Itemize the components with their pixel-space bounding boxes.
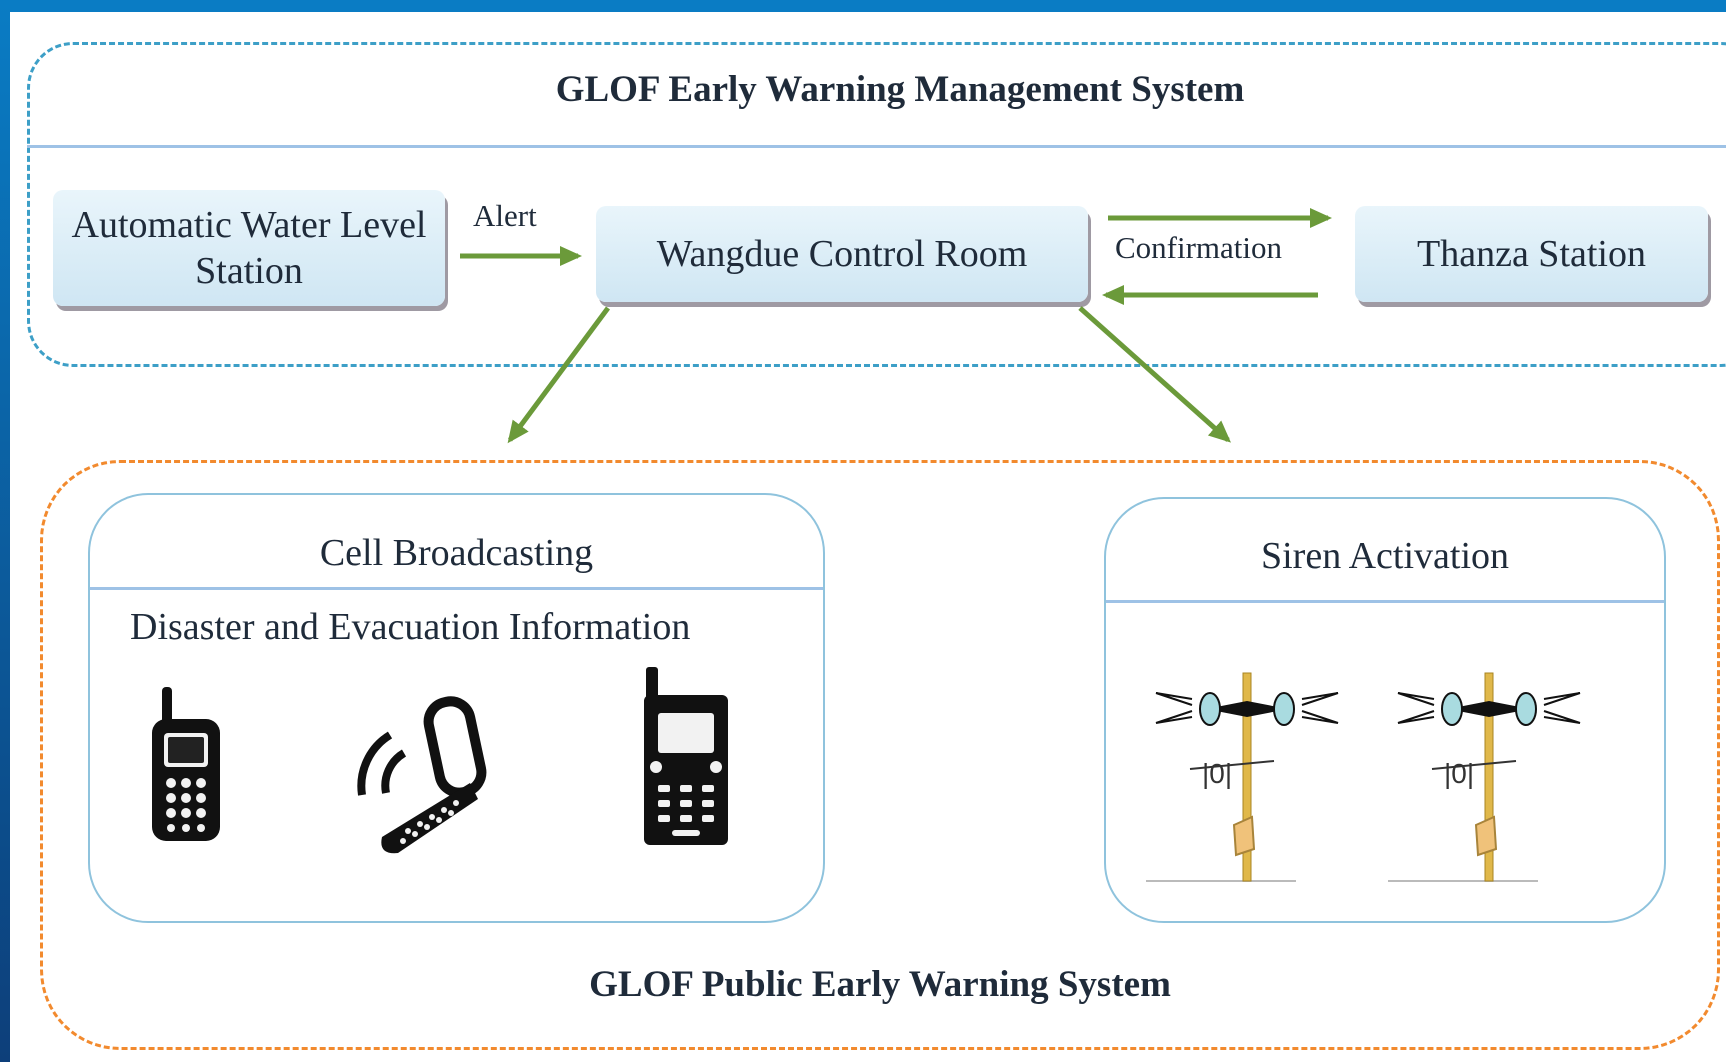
confirmation-label: Confirmation — [1115, 230, 1283, 265]
to-cell-broadcast-arrow — [507, 306, 611, 444]
thanza-station-node: Thanza Station — [1355, 206, 1708, 302]
siren-activation-title: Siren Activation — [1260, 535, 1510, 577]
mobile-phone-icon — [644, 667, 728, 845]
top-frame-bar — [0, 0, 1726, 12]
public-system-group — [40, 460, 1720, 1050]
public-system-title: GLOF Public Early Warning System — [589, 964, 1171, 1005]
alert-label: Alert — [473, 198, 537, 233]
left-frame-bar — [0, 0, 10, 1062]
siren-activation-panel: Siren Activation |0| |0| — [1104, 497, 1666, 923]
to-siren-arrow — [1078, 306, 1231, 443]
cell-broadcasting-subtitle: Disaster and Evacuation Information — [130, 606, 691, 648]
mobile-phone-icon — [152, 687, 220, 841]
siren-activation-divider — [1106, 600, 1664, 603]
cell-broadcasting-divider — [90, 587, 823, 590]
svg-text:|0|: |0| — [1202, 758, 1232, 789]
ringing-flip-phone-icon — [357, 696, 487, 854]
siren-tower-icon: |0| — [1388, 672, 1581, 882]
wangdue-control-room-node: Wangdue Control Room — [596, 206, 1088, 302]
management-system-title: GLOF Early Warning Management System — [555, 69, 1245, 110]
management-title-divider — [27, 145, 1726, 148]
automatic-water-level-station-node: Automatic Water Level Station — [53, 190, 445, 306]
cell-broadcasting-title: Cell Broadcasting — [319, 532, 594, 574]
siren-tower-icon: |0| — [1146, 672, 1339, 882]
cell-broadcasting-panel: Cell Broadcasting Disaster and Evacuatio… — [88, 493, 825, 923]
management-system-group — [27, 42, 1726, 367]
svg-text:|0|: |0| — [1444, 758, 1474, 789]
